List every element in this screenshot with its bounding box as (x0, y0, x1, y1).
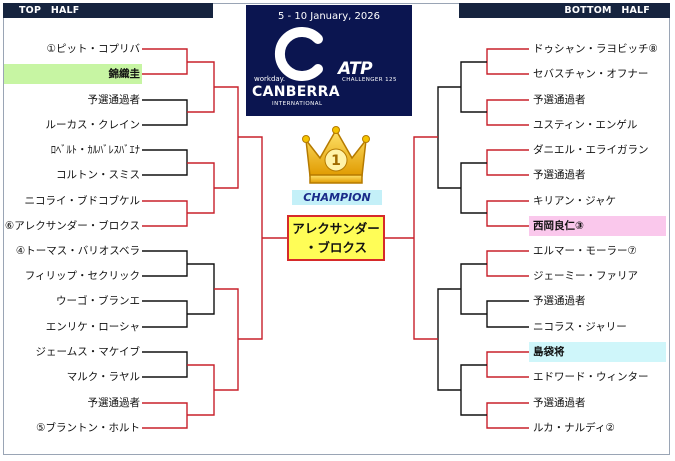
player-top-9: ④トーマス・バリオスベラ (15, 245, 140, 257)
tournament-logo: 5 - 10 January, 2026 workday. CANBERRA I… (246, 5, 412, 116)
player-bottom-16: ルカ・ナルディ② (533, 422, 615, 434)
player-top-14: マルク・ラヤル (66, 371, 140, 383)
player-top-3: 予選通過者 (87, 94, 141, 106)
bottom-half-label: BOTTOM HALF (459, 3, 670, 18)
top-half-label: TOP HALF (3, 3, 213, 18)
crown-icon: 1 (302, 126, 370, 184)
challenger-tier: CHALLENGER 125 (342, 77, 397, 83)
player-bottom-8: 西岡良仁③ (529, 216, 666, 236)
player-bottom-3: 予選通過者 (533, 94, 586, 106)
player-top-1: ①ピット・コプリバ (46, 43, 140, 55)
player-bottom-7: キリアン・ジャケ (533, 195, 617, 207)
player-bottom-9: エルマー・モーラー⑦ (533, 245, 637, 257)
player-bottom-11: 予選通過者 (533, 295, 586, 307)
player-top-13: ジェームス・マケイブ (35, 346, 140, 358)
player-top-10: フィリップ・セクリック (24, 270, 140, 282)
player-bottom-14: エドワード・ウィンター (533, 371, 649, 383)
player-top-7: ニコライ・ブドコブケル (24, 195, 141, 207)
crown-number: 1 (331, 153, 341, 169)
tournament-subtitle: INTERNATIONAL (272, 101, 323, 107)
player-bottom-15: 予選通過者 (533, 397, 586, 409)
player-bottom-4: ユスティン・エンゲル (533, 119, 638, 131)
player-top-11: ウーゴ・ブランエ (56, 295, 140, 307)
sponsor-text: workday. (254, 75, 286, 83)
tournament-dates: 5 - 10 January, 2026 (278, 11, 380, 22)
player-top-8: ⑥アレクサンダー・ブロクス (4, 220, 140, 232)
player-top-16: ⑤ブラントン・ホルト (36, 422, 140, 434)
player-bottom-5: ダニエル・エライガラン (533, 144, 649, 156)
atp-logo-text: ATP (338, 59, 373, 79)
canberra-c-icon (274, 27, 323, 81)
player-bottom-13: 島袋将 (529, 342, 666, 362)
champion-name-line1: アレクサンダー (292, 221, 380, 236)
champion-name-line2: ・ブロクス (304, 240, 368, 255)
player-top-4: ルーカス・クレイン (45, 119, 141, 131)
tournament-city: CANBERRA (252, 84, 340, 100)
champion-name-box: アレクサンダー ・ブロクス (287, 215, 385, 261)
bracket-frame (3, 3, 670, 455)
player-top-12: エンリケ・ローシャ (45, 321, 140, 333)
player-bottom-10: ジェーミー・ファリア (533, 270, 638, 282)
player-top-6: コルトン・スミス (56, 169, 140, 181)
player-top-5: ﾛﾍﾞﾙﾄ・ｶﾙﾊﾞﾚｽﾊﾞｴﾅ (50, 144, 140, 156)
player-bottom-1: ドゥシャン・ラヨビッチ⑧ (533, 43, 658, 55)
player-bottom-6: 予選通過者 (533, 169, 586, 181)
player-top-2: 錦織圭 (4, 64, 142, 84)
player-bottom-12: ニコラス・ジャリー (533, 321, 627, 333)
player-bottom-2: セバスチャン・オフナー (533, 68, 649, 80)
player-top-15: 予選通過者 (87, 397, 141, 409)
champion-label: CHAMPION (292, 190, 382, 205)
